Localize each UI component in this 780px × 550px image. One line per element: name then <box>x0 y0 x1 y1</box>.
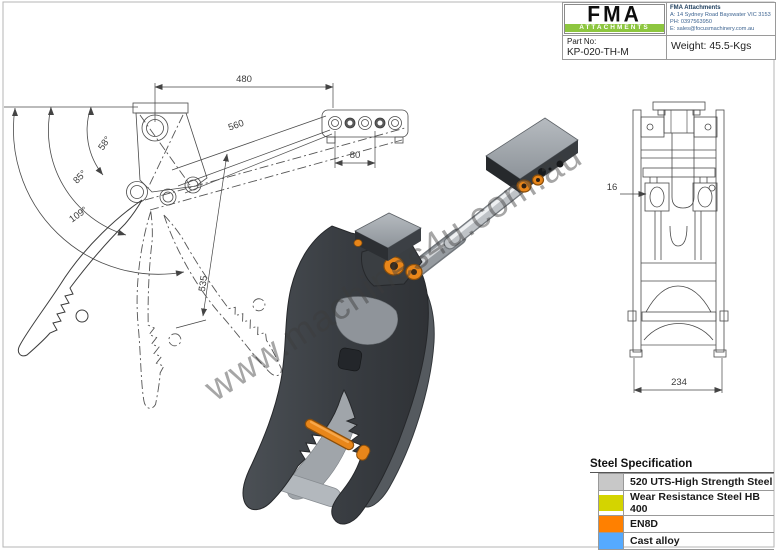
swatch-orange <box>599 516 623 532</box>
dim-480: 480 <box>236 74 252 85</box>
company-phone: PH: 0397563950 <box>670 19 712 25</box>
dim-16: 16 <box>607 182 618 193</box>
part-no-value: KP-020-TH-M <box>567 47 629 58</box>
legend-row: Cast alloy <box>598 532 774 550</box>
company-info: FMA Attachments A: 14 Sydney Road Bayswa… <box>667 3 775 36</box>
legend-label: Wear Resistance Steel HB 400 <box>623 490 774 516</box>
legend-row: EN8D <box>598 515 774 533</box>
dim-arm-560: 560 <box>227 118 246 134</box>
legend-table: 520 UTS-High Strength Steel Wear Resista… <box>598 473 774 550</box>
dim-angle-109: 109° <box>67 205 90 226</box>
fma-logo: FMA ATTACHMENTS <box>564 3 665 34</box>
dim-234: 234 <box>671 377 687 388</box>
dim-angle-58: 58° <box>96 134 113 152</box>
swatch-gray <box>599 474 623 490</box>
grab-3d-model <box>242 117 579 525</box>
swatch-blue <box>599 533 623 549</box>
dim-80: 80 <box>350 150 361 161</box>
legend-label: EN8D <box>623 515 774 533</box>
dim-angle-85: 85° <box>71 168 89 186</box>
dim-535: 535 <box>197 275 210 292</box>
company-address: A: 14 Sydney Road Bayswater VIC 3153 <box>670 12 771 18</box>
swatch-yellow <box>599 495 623 511</box>
legend-row: 520 UTS-High Strength Steel <box>598 473 774 491</box>
legend-label: 520 UTS-High Strength Steel <box>623 473 774 491</box>
logo-attachments-text: ATTACHMENTS <box>565 24 664 32</box>
title-block: FMA ATTACHMENTS FMA Attachments A: 14 Sy… <box>562 2 776 60</box>
front-view-drawing: 16 234 <box>607 101 729 393</box>
legend-label: Cast alloy <box>623 532 774 550</box>
legend-title: Steel Specification <box>590 458 774 473</box>
logo-fma-text: FMA <box>587 3 642 27</box>
company-email: E: sales@focusmachinery.com.au <box>670 26 755 32</box>
part-no-label: Part No: <box>567 37 597 46</box>
legend-row: Wear Resistance Steel HB 400 <box>598 490 774 516</box>
logo-cell: FMA ATTACHMENTS <box>563 3 667 36</box>
part-no-cell: Part No: KP-020-TH-M <box>563 36 667 59</box>
weight-cell: Weight: 45.5-Kgs <box>671 40 752 52</box>
steel-spec-legend: Steel Specification 520 UTS-High Strengt… <box>590 458 774 550</box>
company-name: FMA Attachments <box>670 5 721 11</box>
